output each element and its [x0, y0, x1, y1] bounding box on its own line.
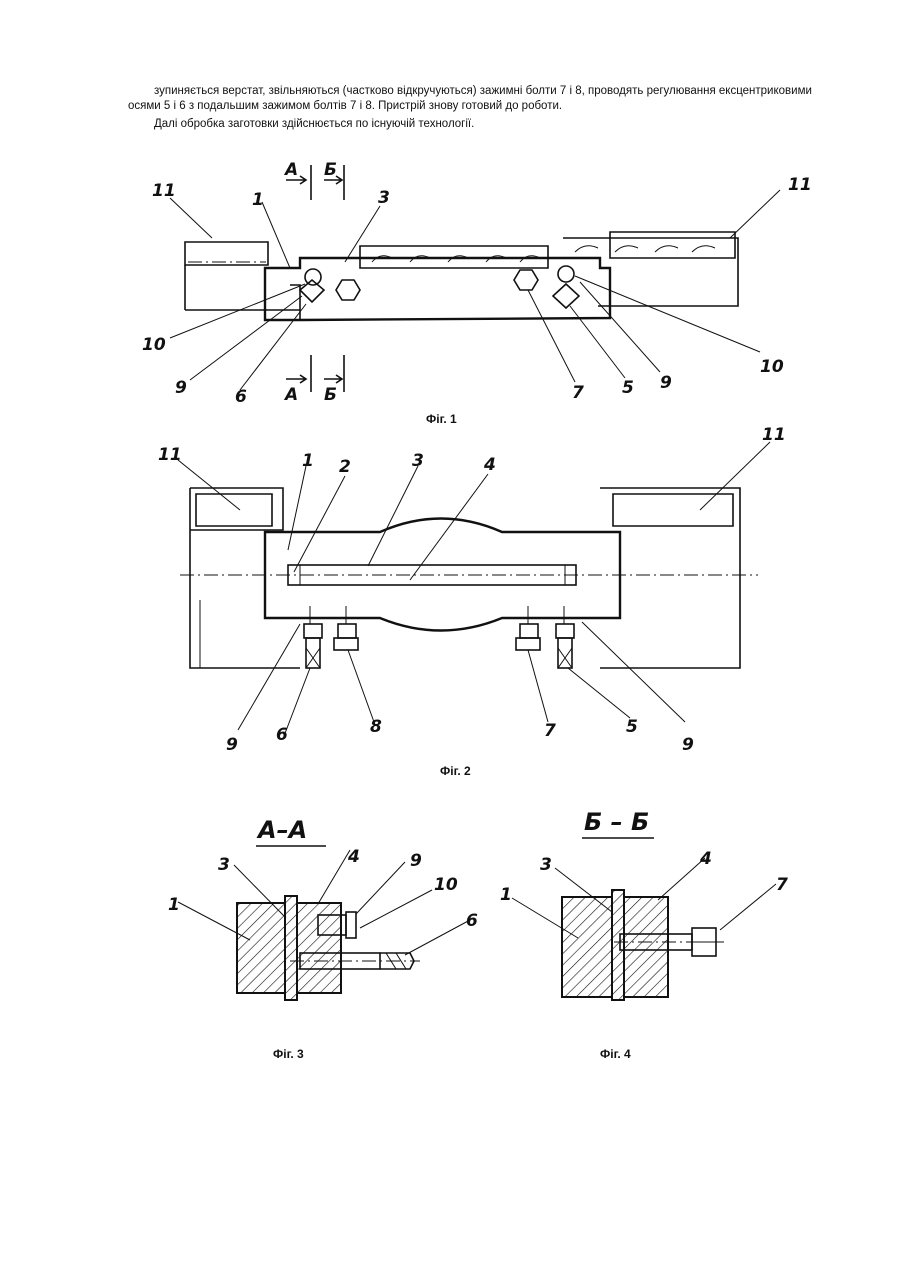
fig2-label-11-right: 11	[762, 425, 786, 445]
fig1-label-9-left: 9	[175, 378, 187, 398]
fig1-label-9-right: 9	[660, 373, 672, 393]
fig2-label-4: 4	[483, 455, 496, 475]
fig1-label-5: 5	[622, 378, 634, 398]
fig2-label-2: 2	[339, 457, 351, 477]
fig3-label-6: 6	[466, 911, 478, 931]
figure-3: А–А 3 4 9 10 1 6	[168, 816, 478, 1000]
fig4-caption: Фіг. 4	[600, 1047, 631, 1061]
section-b-bottom: Б	[324, 385, 337, 405]
fig1-label-7: 7	[572, 383, 584, 403]
fig1-label-10-left: 10	[142, 335, 166, 355]
fig4-section-title: Б – Б	[584, 808, 649, 836]
figure-2: 11 1 2 3 4 11 9 6 8 7 5 9	[158, 425, 786, 755]
section-b-top: Б	[324, 160, 337, 180]
fig3-label-1: 1	[168, 895, 180, 915]
fig1-label-11-right: 11	[788, 175, 812, 195]
fig1-label-3: 3	[378, 188, 390, 208]
fig2-label-9-left: 9	[226, 735, 238, 755]
fig2-label-7: 7	[544, 721, 556, 741]
figure-4: Б – Б 3 4 7 1	[500, 808, 788, 1000]
fig3-label-9: 9	[410, 851, 422, 871]
fig2-label-3: 3	[412, 451, 424, 471]
fig2-label-5: 5	[626, 717, 638, 737]
fig1-label-11-left: 11	[152, 181, 176, 201]
fig2-label-1: 1	[302, 451, 314, 471]
fig2-label-9-right: 9	[682, 735, 694, 755]
fig2-label-8: 8	[370, 717, 382, 737]
fig1-label-1: 1	[252, 190, 264, 210]
fig2-caption: Фіг. 2	[440, 764, 471, 778]
fig3-label-10: 10	[434, 875, 458, 895]
fig3-label-4: 4	[347, 847, 360, 867]
fig4-label-4: 4	[699, 849, 712, 869]
fig2-label-11-left: 11	[158, 445, 182, 465]
fig4-label-3: 3	[540, 855, 552, 875]
fig4-label-1: 1	[500, 885, 512, 905]
section-a-bottom: А	[283, 385, 298, 405]
fig3-section-title: А–А	[256, 816, 307, 844]
fig4-label-7: 7	[776, 875, 788, 895]
fig1-label-6: 6	[235, 387, 247, 407]
fig3-caption: Фіг. 3	[273, 1047, 304, 1061]
fig2-label-6: 6	[276, 725, 288, 745]
fig1-label-10-right: 10	[760, 357, 784, 377]
section-a-top: А	[283, 160, 298, 180]
fig1-caption: Фіг. 1	[426, 412, 457, 426]
figure-1: А Б А Б 11 1 3 11 10 9 6 7 5 9 10	[142, 160, 812, 407]
fig3-label-3: 3	[218, 855, 230, 875]
